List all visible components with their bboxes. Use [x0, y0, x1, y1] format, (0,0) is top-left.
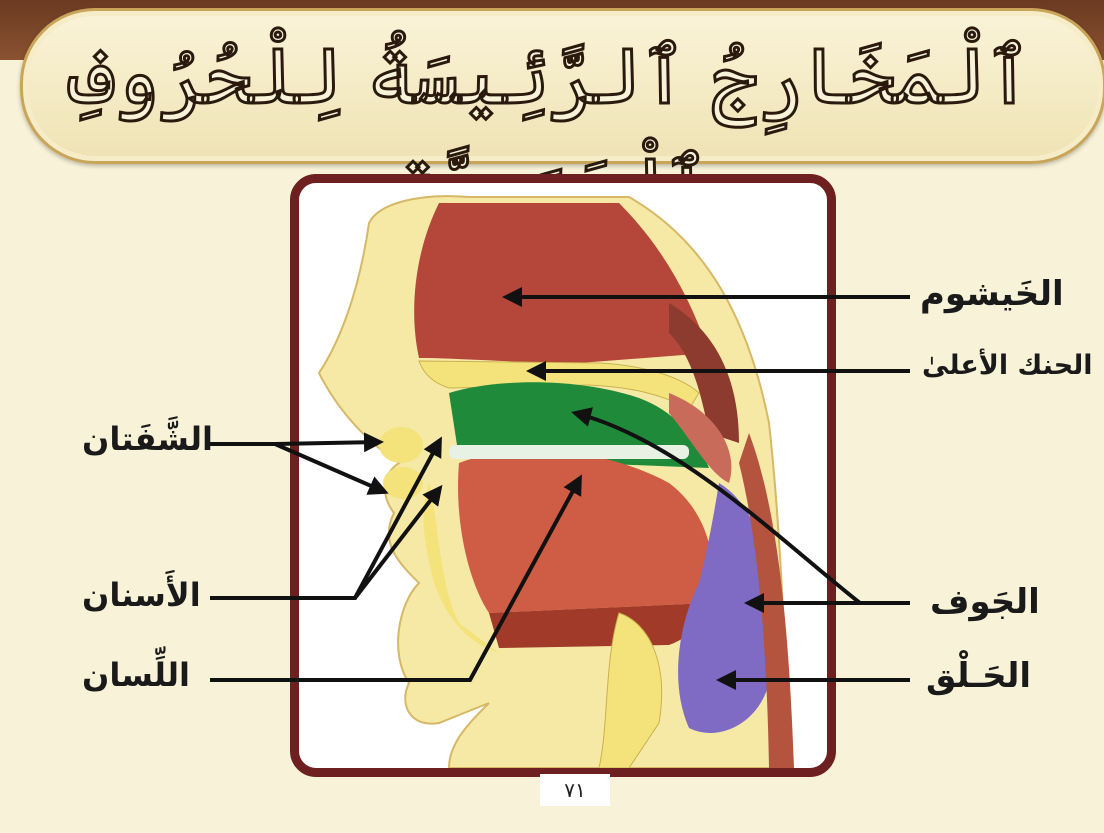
- arrow-jawf-palate: [575, 413, 910, 603]
- page-number: ٧١: [540, 774, 610, 806]
- label-lisan: اللِّسان: [82, 656, 190, 694]
- label-asnan: الأَسنان: [82, 576, 201, 614]
- arrow-shafatan-upper: [210, 442, 380, 444]
- label-upper-palate: الحنك الأعلىٰ: [922, 350, 1093, 381]
- label-khayshum: الخَيشوم: [920, 274, 1064, 314]
- arrow-asnan-lower: [355, 488, 440, 598]
- label-shafatan: الشَّفَتان: [82, 420, 213, 458]
- label-halq: الحَـلْق: [926, 656, 1031, 696]
- arrow-lisan: [210, 478, 580, 680]
- arrow-shafatan-lower: [275, 444, 385, 492]
- label-jawf: الجَوف: [930, 582, 1040, 622]
